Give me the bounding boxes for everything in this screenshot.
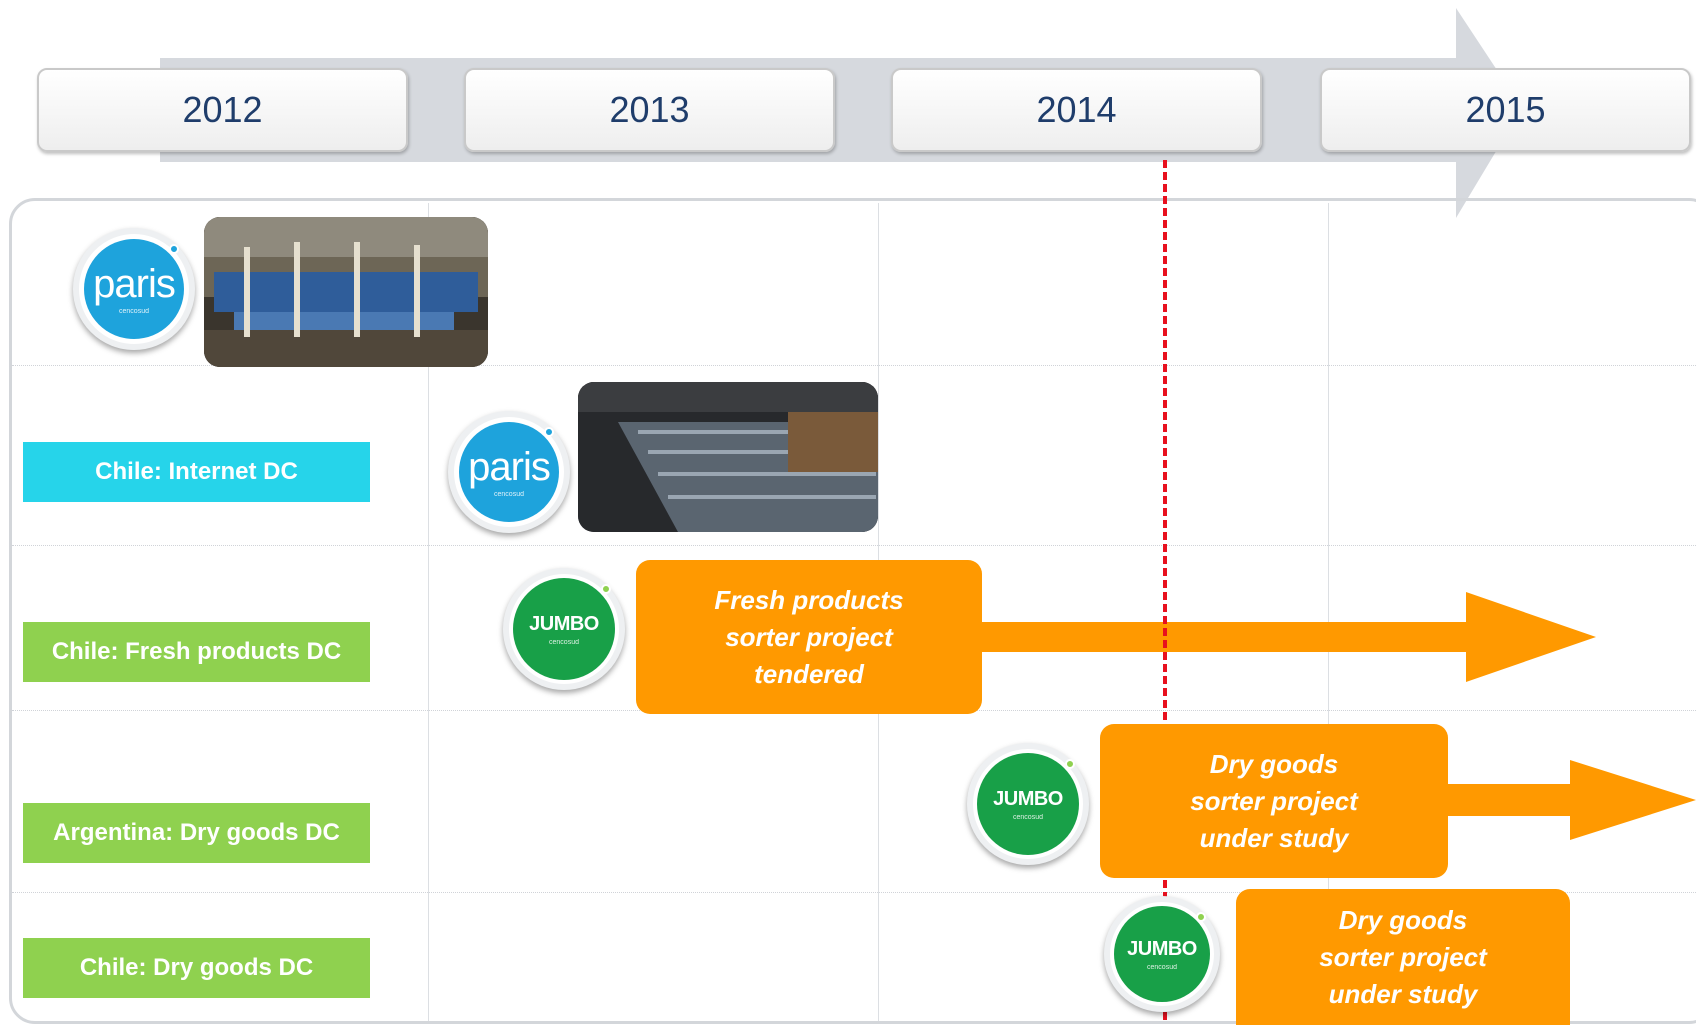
paris-logo-text: paris: [468, 444, 551, 489]
row-label-chile-fresh-products-dc: Chile: Fresh products DC: [23, 622, 370, 682]
paris-logo-text: paris: [93, 261, 176, 306]
jumbo-logo-subtext: cencosud: [549, 638, 579, 646]
dry-goods-chile-project-box: Dry goods sorter project under study: [1236, 889, 1570, 1025]
grid-hline: [12, 892, 1696, 893]
row-label-chile-dry-goods-dc: Chile: Dry goods DC: [23, 938, 370, 998]
row-label-argentina-dry-goods-dc: Argentina: Dry goods DC: [23, 803, 370, 863]
year-2014: 2014: [891, 68, 1262, 152]
year-2015: 2015: [1320, 68, 1691, 152]
jumbo-logo: JUMBO cencosud: [503, 568, 625, 690]
jumbo-logo-text: JUMBO: [1127, 937, 1197, 960]
year-2012: 2012: [37, 68, 408, 152]
timeline-arrow: [160, 8, 1522, 218]
jumbo-logo-text: JUMBO: [993, 787, 1063, 810]
grid-vline: [1328, 203, 1329, 1021]
paris-logo-subtext: cencosud: [119, 307, 149, 315]
fresh-products-project-box: Fresh products sorter project tendered: [636, 560, 982, 714]
jumbo-logo: JUMBO cencosud: [967, 743, 1089, 865]
sorter-photo-paris-2013: [578, 382, 878, 532]
grid-hline: [12, 365, 1696, 366]
year-2013: 2013: [464, 68, 835, 152]
row-label-chile-internet-dc: Chile: Internet DC: [23, 442, 370, 502]
grid-panel: [9, 198, 1696, 1024]
jumbo-logo: JUMBO cencosud: [1104, 896, 1220, 1012]
today-milestone-line: [1163, 160, 1167, 1020]
jumbo-logo-text: JUMBO: [529, 612, 599, 635]
fresh-products-arrow: [960, 592, 1596, 682]
paris-logo: paris cencosud: [73, 228, 195, 350]
paris-logo-subtext: cencosud: [494, 490, 524, 498]
grid-hline: [12, 545, 1696, 546]
dry-goods-argentina-arrow: [1420, 760, 1696, 840]
jumbo-logo-subtext: cencosud: [1147, 963, 1177, 971]
warehouse-photo-paris-2012: [204, 217, 488, 367]
jumbo-logo-subtext: cencosud: [1013, 813, 1043, 821]
dry-goods-argentina-project-box: Dry goods sorter project under study: [1100, 724, 1448, 878]
grid-vline: [428, 203, 429, 1021]
paris-logo: paris cencosud: [448, 411, 570, 533]
